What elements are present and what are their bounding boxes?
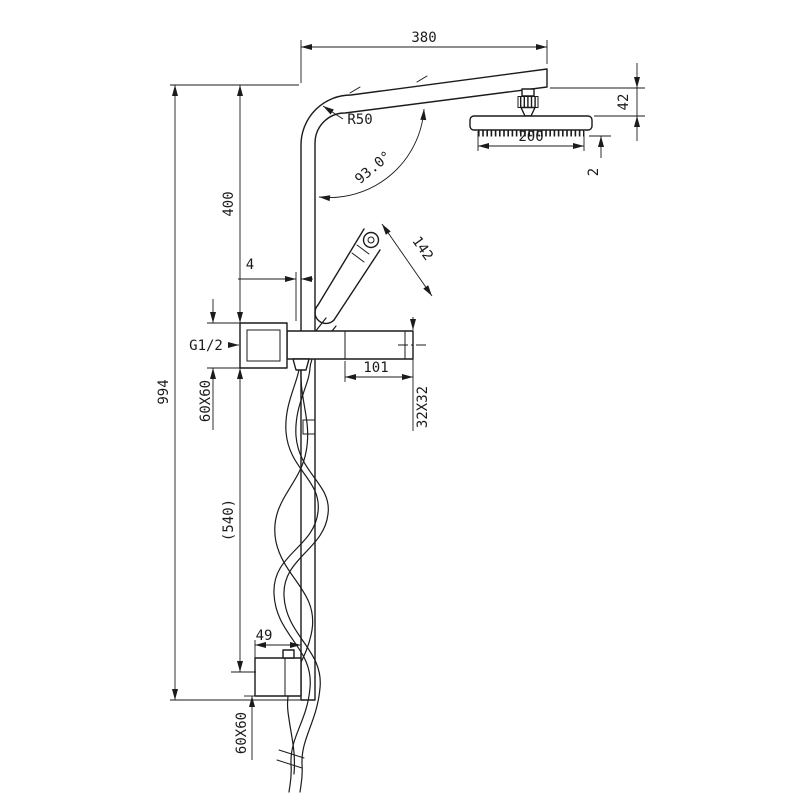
wall-bracket-inner <box>246 329 281 362</box>
dimension-142: 142 <box>381 223 436 297</box>
upper-bracket-assembly <box>239 317 428 431</box>
hose-line <box>273 317 327 793</box>
lower-bracket-screw <box>282 649 295 659</box>
dimension-994: 994 <box>156 85 301 701</box>
column-slider-detail <box>302 419 316 435</box>
handset-edge <box>317 228 365 306</box>
connector-stub <box>521 88 535 97</box>
dim-4-label: 4 <box>246 257 254 273</box>
arm-tick-mark <box>349 86 361 94</box>
dimension-42: 42 <box>550 63 645 141</box>
diverter-arm <box>286 330 414 360</box>
overhead-shower-head <box>469 88 593 137</box>
section-60x60-lower: 60X60 <box>234 695 257 760</box>
dimension-540: (540) <box>207 367 256 673</box>
dim-49-label: 49 <box>256 628 273 644</box>
shower-column-outline <box>300 68 548 701</box>
hose-nipple <box>292 358 310 371</box>
dim-42-label: 42 <box>616 94 632 111</box>
angle-93-label: 93.0° <box>352 148 395 187</box>
handset-edge <box>333 249 381 321</box>
dim-2-label: 2 <box>586 168 602 176</box>
thread-g12: G1/2 <box>189 338 239 354</box>
connector-taper <box>520 106 536 117</box>
lower-bracket <box>254 649 302 697</box>
dimension-4: 4 <box>238 257 313 321</box>
dimension-200: 200 <box>477 129 585 151</box>
hose-fitting-line <box>276 759 303 769</box>
section-32x32-label: 32X32 <box>415 386 431 428</box>
dimension-101: 101 <box>344 360 413 382</box>
dimension-400: 400 <box>170 84 299 324</box>
section-60x60-lower-label: 60X60 <box>234 712 250 754</box>
section-60x60-upper-label: 60X60 <box>198 380 214 422</box>
dimension-49: 49 <box>254 628 301 659</box>
dim-200-label: 200 <box>518 129 543 145</box>
radius-r50-label: R50 <box>347 112 372 128</box>
lower-bracket-square <box>254 657 302 697</box>
handset-head <box>362 231 380 249</box>
handset-head-center <box>367 236 375 244</box>
dimension-380: 380 <box>300 30 548 83</box>
dim-400-label: 400 <box>221 191 237 216</box>
hose-line <box>274 369 314 775</box>
dim-994-label: 994 <box>156 379 172 404</box>
dim-380-label: 380 <box>411 30 436 46</box>
column-and-arm-profile <box>300 68 548 701</box>
hose-line <box>283 325 337 793</box>
hand-shower <box>314 228 381 325</box>
thread-g12-label: G1/2 <box>189 338 223 354</box>
dim-540-label: (540) <box>221 499 237 541</box>
section-32x32: 32X32 <box>415 386 431 428</box>
handset-neck-line <box>351 252 365 263</box>
shower-head-plate <box>469 115 593 131</box>
hose-fitting-line <box>278 749 305 759</box>
dim-142-label: 142 <box>408 234 436 264</box>
handset-neck-line <box>356 244 370 255</box>
section-60x60-upper: 60X60 <box>198 299 216 430</box>
shower-hoses <box>273 317 337 793</box>
handset-handle-end <box>314 304 335 325</box>
dim-101-label: 101 <box>363 360 388 376</box>
dimension-2: 2 <box>586 135 611 176</box>
arm-tick-mark <box>416 75 428 83</box>
